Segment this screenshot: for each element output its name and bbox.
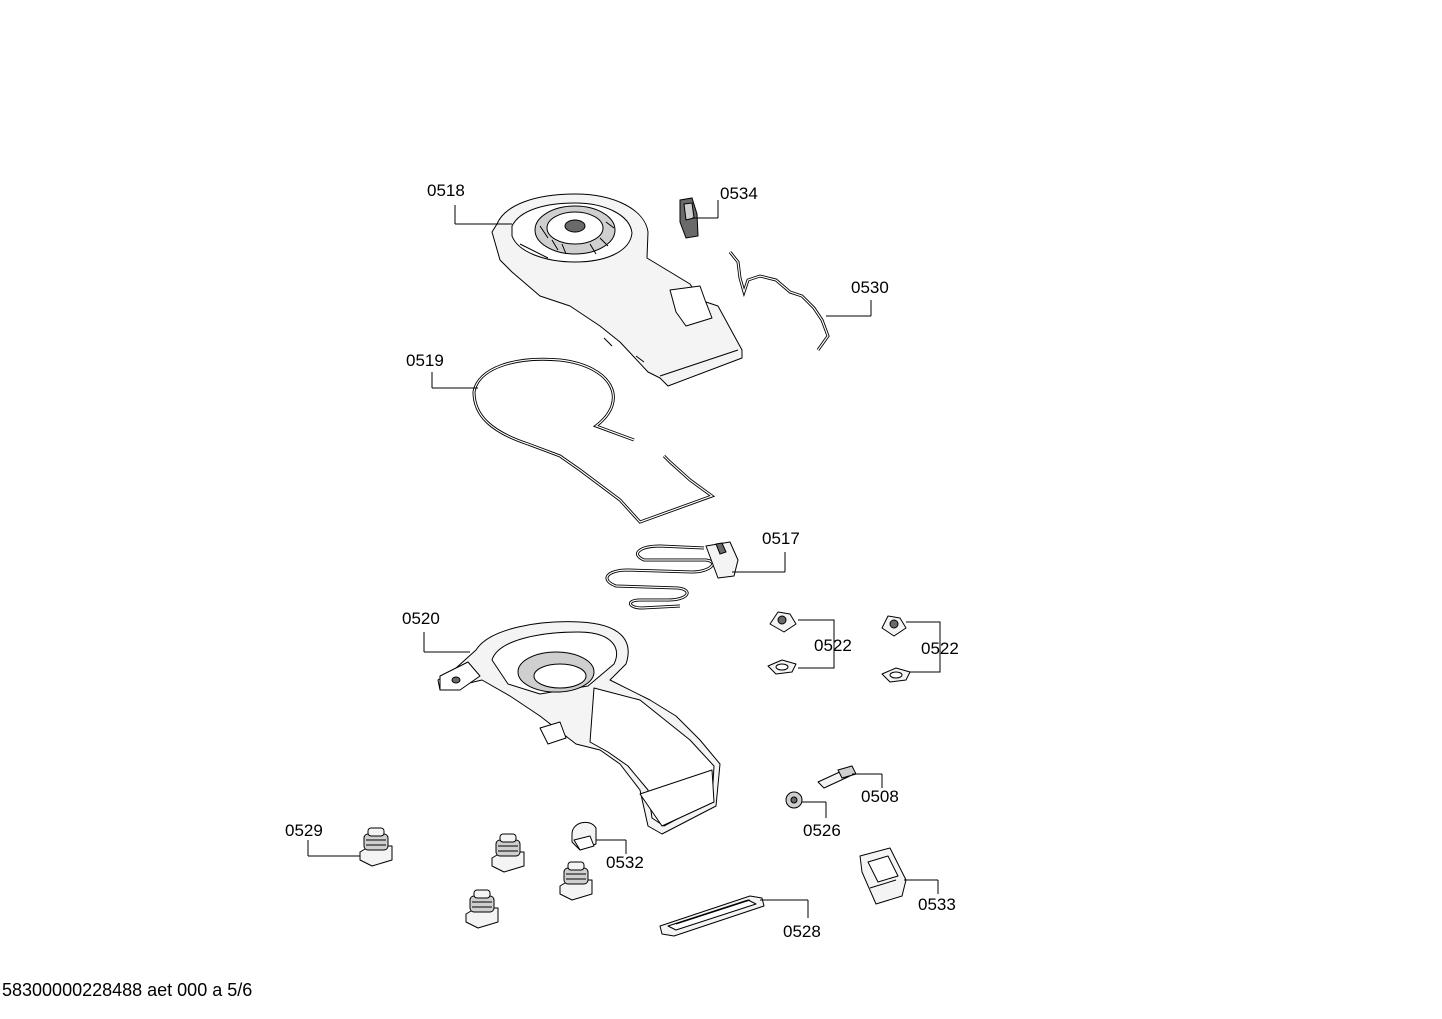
part-0508-sensor-rod[interactable] bbox=[817, 765, 857, 789]
callout-0528: 0528 bbox=[783, 922, 821, 941]
part-0532-cap[interactable] bbox=[571, 821, 597, 851]
callout-0519: 0519 bbox=[406, 351, 444, 370]
callout-0517: 0517 bbox=[762, 529, 800, 548]
part-0528-filter-frame[interactable] bbox=[659, 895, 765, 937]
callout-0534: 0534 bbox=[720, 184, 758, 203]
part-0529-foot-b[interactable] bbox=[491, 833, 525, 873]
part-0526-nut[interactable] bbox=[785, 791, 803, 809]
part-0529-foot-a[interactable] bbox=[359, 827, 393, 867]
callout-0529: 0529 bbox=[285, 821, 323, 840]
part-0530-wire-harness[interactable] bbox=[728, 251, 830, 351]
part-0517-heater[interactable] bbox=[605, 541, 739, 610]
part-0529-foot-d[interactable] bbox=[465, 889, 499, 929]
part-0522-sensor-right[interactable] bbox=[881, 615, 911, 683]
callout-0533: 0533 bbox=[918, 895, 956, 914]
part-0520-fan-base[interactable] bbox=[437, 621, 721, 835]
callout-0508: 0508 bbox=[861, 787, 899, 806]
callout-0522-left: 0522 bbox=[814, 636, 852, 655]
callout-0526: 0526 bbox=[803, 821, 841, 840]
document-reference: 58300000228488 aet 000 a 5/6 bbox=[2, 980, 253, 1000]
part-0522-sensor-left[interactable] bbox=[767, 611, 797, 675]
part-0519-gasket[interactable] bbox=[472, 357, 716, 524]
part-0533-bracket[interactable] bbox=[859, 847, 907, 905]
callout-0522-right: 0522 bbox=[921, 639, 959, 658]
callout-0520: 0520 bbox=[402, 609, 440, 628]
callout-0518: 0518 bbox=[427, 181, 465, 200]
callout-0530: 0530 bbox=[851, 278, 889, 297]
part-0529-foot-c[interactable] bbox=[559, 861, 593, 901]
callout-0532: 0532 bbox=[606, 853, 644, 872]
part-0518-fan-cover[interactable] bbox=[491, 193, 743, 387]
